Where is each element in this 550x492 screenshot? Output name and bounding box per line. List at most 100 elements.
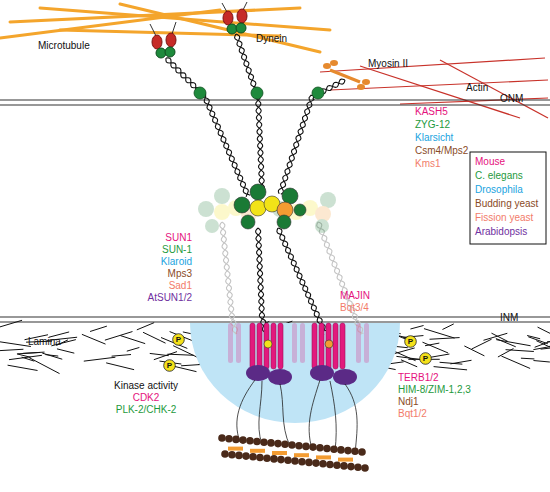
terb-rods-ghost: [228, 323, 233, 363]
terb-rods-ghost: [292, 323, 297, 363]
chromatin-bead: [256, 454, 264, 462]
coiled-coil-strand: [235, 34, 265, 188]
telomere-tether: [309, 380, 320, 449]
diagram-label: Bqt1/2: [398, 408, 427, 420]
lamina-fiber: [527, 336, 540, 339]
lamina-fiber: [17, 354, 31, 357]
lamina-fiber: [0, 342, 31, 347]
legend-entry: Fission yeast: [475, 212, 533, 224]
kash-domain: [312, 87, 324, 99]
diagram-label: Kinase activity: [114, 380, 178, 392]
myosin-motor: [330, 60, 338, 66]
coiled-coil-strand: [318, 222, 363, 335]
phosphate-circle: P: [404, 335, 417, 348]
telomere-zone: [190, 323, 400, 423]
circle-shape: [164, 360, 176, 372]
telomere-tether: [345, 384, 357, 453]
sun-trimer-ghost: [198, 188, 257, 233]
lamina-fiber: [127, 347, 140, 351]
lamina-fiber: [533, 361, 549, 362]
cohesin-bar: [338, 458, 353, 462]
chromatin-bead: [312, 459, 320, 467]
legend-text: Drosophila: [475, 184, 523, 195]
dynein-motor: [223, 11, 233, 25]
terb-rods-ghost: [228, 323, 369, 363]
dynein-motor: [227, 24, 237, 34]
lamina-fiber: [23, 352, 40, 354]
chromatin-bead: [260, 438, 268, 446]
chromatin-bead: [358, 448, 366, 456]
legend-text: Mouse: [475, 156, 505, 167]
lamina-fiber: [175, 366, 197, 371]
dynein-motor: [152, 35, 162, 49]
dynein-motor: [165, 47, 175, 57]
telomere-protein: [268, 369, 292, 385]
circle-shape: [173, 334, 185, 346]
diagram-label: KASH5: [415, 106, 448, 118]
diagram-label: SUN-1: [162, 244, 192, 256]
chromosome: [218, 434, 369, 472]
coiled-coil-strand: [277, 228, 325, 335]
chromatin-bead: [270, 455, 278, 463]
telomere-protein: [246, 365, 270, 381]
terb-rods: [312, 323, 317, 369]
phosphate-circle: P: [419, 352, 432, 365]
chromatin-bead: [246, 437, 254, 445]
chromatin-bead: [277, 456, 285, 464]
chromatin-bead: [284, 457, 292, 465]
coiled-coil-strand: [236, 34, 265, 188]
lamina-fiber: [82, 334, 106, 344]
lamina-fiber: [57, 349, 74, 353]
outer-nuclear-membrane: [0, 104, 550, 105]
terb-rods: [340, 323, 345, 369]
myosin-motor: [362, 79, 370, 85]
chromatin-bead: [225, 435, 233, 443]
lamina-fiber: [424, 329, 455, 338]
lamina-fiber: [90, 326, 107, 331]
chromatin-bead: [288, 441, 296, 449]
outer-nuclear-membrane: [0, 100, 550, 105]
diagram-label: SUN1: [165, 232, 192, 244]
chromatin-bead: [274, 440, 282, 448]
terb-rods: [319, 323, 324, 369]
lamina-fiber: [105, 332, 133, 341]
coiled-coil: [166, 34, 363, 335]
chromatin-bead: [239, 436, 247, 444]
chromatin-bead: [330, 445, 338, 453]
inner-nuclear-membrane: [0, 317, 550, 322]
chromatin-bead: [242, 452, 250, 460]
phosphate-circle: P: [172, 333, 185, 346]
sun-trimer-ghost: [205, 219, 219, 233]
sun-kash-cluster: [250, 200, 266, 216]
sun-kash-cluster: [234, 184, 306, 229]
chromatin-bead: [298, 458, 306, 466]
lamina-fiber: [498, 349, 514, 357]
chromatin-bead: [340, 462, 348, 470]
chromatin-bead: [228, 451, 236, 459]
legend-entry: Mouse: [475, 156, 505, 168]
terb-rods: [257, 323, 262, 369]
chromatin-bead: [309, 443, 317, 451]
coiled-coil-strand: [256, 228, 268, 334]
telomere-tether: [280, 384, 290, 446]
terb-rods-ghost: [300, 323, 305, 363]
lamina-fiber: [472, 339, 492, 349]
lamina-fiber: [491, 333, 507, 341]
sun-trimer-ghost: [315, 219, 329, 233]
lamina-fiber: [167, 354, 193, 355]
sun-trimer-ghost: [272, 192, 336, 233]
terb-rods: [333, 323, 338, 369]
chromatin-bead: [351, 448, 359, 456]
chromatin-bead: [267, 439, 275, 447]
telomere-tether: [330, 381, 336, 451]
kash-domain: [194, 87, 324, 99]
lamina-fiber: [42, 353, 62, 359]
lamina-fiber: [422, 342, 448, 353]
diagram-label: AtSUN1/2: [148, 292, 192, 304]
lamina-fiber: [521, 358, 534, 360]
diagram-label: Kms1: [415, 158, 441, 170]
microtubule: [0, 4, 330, 52]
lamina-fiber: [401, 360, 417, 367]
terb-rods: [250, 323, 255, 369]
